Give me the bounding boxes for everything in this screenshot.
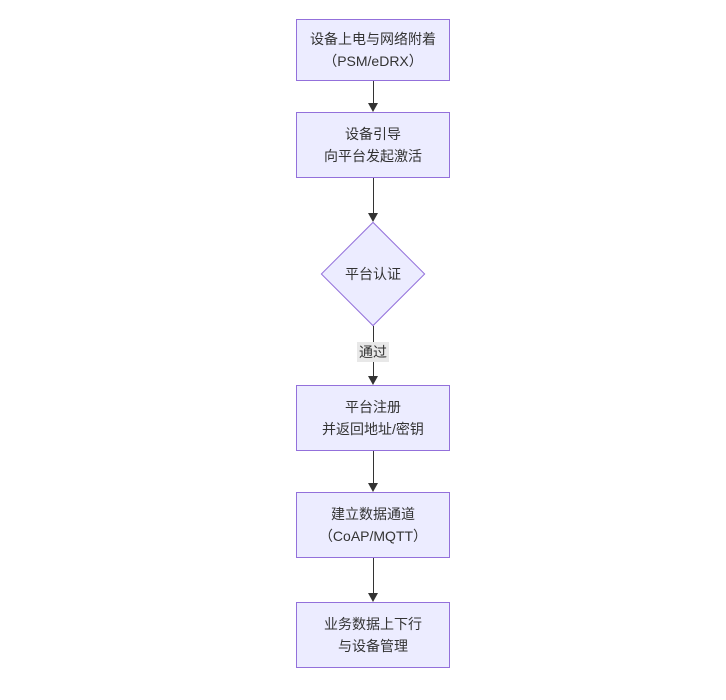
node-label-line: （CoAP/MQTT） [318,528,428,544]
node-label-line: 并返回地址/密钥 [322,421,424,437]
node-label-line: 建立数据通道 [331,506,415,522]
arrow-attach-to-bootstrap [367,81,379,112]
node-platform-auth: 平台认证 [320,221,426,327]
node-label-line: 设备上电与网络附着 [310,31,436,47]
arrow-shaft [373,81,374,106]
node-label-line: 设备引导 [345,126,401,142]
node-label-line: 平台认证 [345,266,401,282]
arrowhead-icon [368,376,378,385]
node-business-data: 业务数据上下行 与设备管理 [296,602,450,668]
node-device-bootstrap: 设备引导 向平台发起激活 [296,112,450,178]
node-power-network-attach: 设备上电与网络附着 （PSM/eDRX） [296,19,450,81]
edge-label-pass: 通过 [357,342,389,362]
node-data-channel: 建立数据通道 （CoAP/MQTT） [296,492,450,558]
arrow-bootstrap-to-auth [367,178,379,222]
node-label-line: 向平台发起激活 [324,148,422,164]
arrow-shaft [373,451,374,486]
node-label-line: 业务数据上下行 [324,616,422,632]
node-platform-register: 平台注册 并返回地址/密钥 [296,385,450,451]
arrowhead-icon [368,483,378,492]
arrowhead-icon [368,593,378,602]
arrow-channel-to-business [367,558,379,602]
node-label-line: 平台注册 [345,399,401,415]
arrowhead-icon [368,103,378,112]
node-label-line: 与设备管理 [338,638,408,654]
arrowhead-icon [368,213,378,222]
arrow-register-to-channel [367,451,379,492]
arrow-shaft [373,558,374,596]
arrow-shaft [373,178,374,216]
node-label-line: （PSM/eDRX） [323,53,423,69]
arrow-auth-to-register: 通过 [357,326,389,385]
